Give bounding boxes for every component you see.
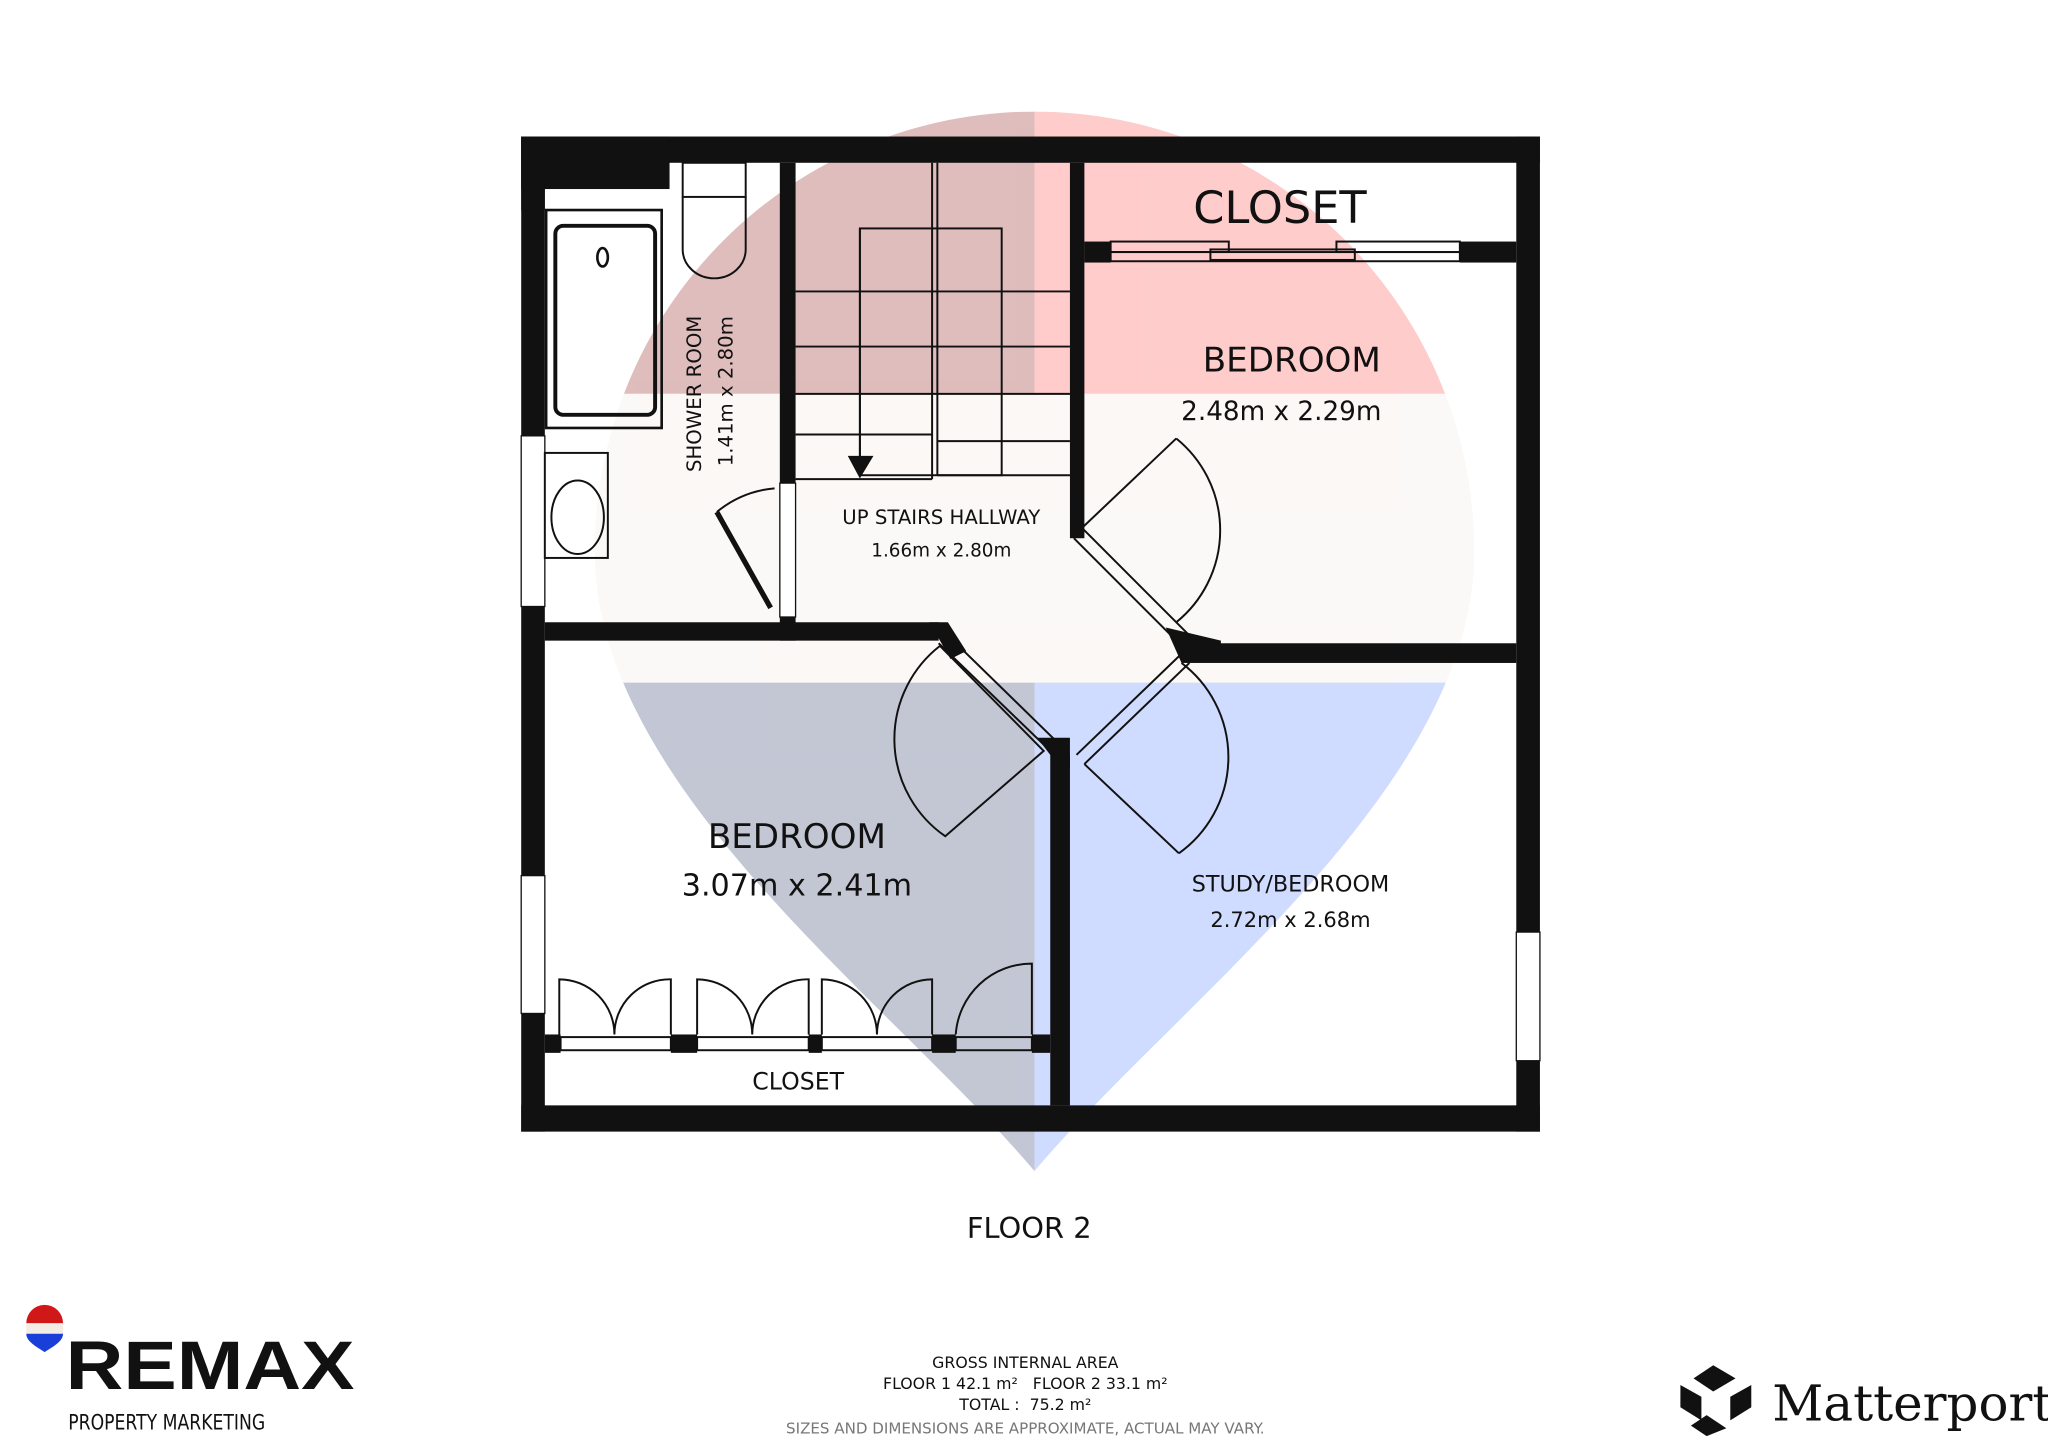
area-title: GROSS INTERNAL AREA xyxy=(932,1353,1118,1372)
floor-label: FLOOR 2 xyxy=(967,1211,1092,1245)
toilet xyxy=(681,161,747,280)
bedroom-bottom-size: 3.07m x 2.41m xyxy=(682,868,912,903)
remax-balloon-watermark xyxy=(594,111,1475,1172)
bedroom-top-label: BEDROOM xyxy=(1203,341,1381,381)
hallway-size: 1.66m x 2.80m xyxy=(871,541,1011,562)
remax-wordmark: REMAX xyxy=(66,1328,355,1404)
hallway-label: UP STAIRS HALLWAY xyxy=(842,506,1041,529)
windows xyxy=(520,435,1541,1062)
remax-logo: REMAX PROPERTY MARKETING xyxy=(26,1304,355,1435)
staircase xyxy=(795,162,1070,481)
shower-room-label: SHOWER ROOM xyxy=(683,316,706,472)
disclaimer: SIZES AND DIMENSIONS ARE APPROXIMATE, AC… xyxy=(786,1420,1265,1438)
bedroom-top-size: 2.48m x 2.29m xyxy=(1181,397,1381,427)
bedroom-bottom-label: BEDROOM xyxy=(708,817,886,857)
closet-top-label: CLOSET xyxy=(1193,182,1367,234)
study-size: 2.72m x 2.68m xyxy=(1210,908,1370,932)
shower-room-size: 1.41m x 2.80m xyxy=(715,316,738,466)
remax-balloon-icon xyxy=(26,1304,64,1353)
remax-subtitle: PROPERTY MARKETING xyxy=(68,1411,265,1435)
study-label: STUDY/BEDROOM xyxy=(1192,871,1390,897)
closet-bottom-label: CLOSET xyxy=(752,1068,844,1096)
walls xyxy=(521,136,1540,1132)
area-total: TOTAL : 75.2 m² xyxy=(958,1395,1091,1414)
matterport-wordmark: Matterport xyxy=(1772,1374,2048,1432)
matterport-logo: Matterport xyxy=(1680,1365,2048,1437)
sink xyxy=(543,451,609,559)
bathtub xyxy=(544,208,663,430)
matterport-icon xyxy=(1680,1365,1752,1437)
doors xyxy=(558,240,1461,1052)
area-floors: FLOOR 1 42.1 m² FLOOR 2 33.1 m² xyxy=(883,1374,1168,1393)
